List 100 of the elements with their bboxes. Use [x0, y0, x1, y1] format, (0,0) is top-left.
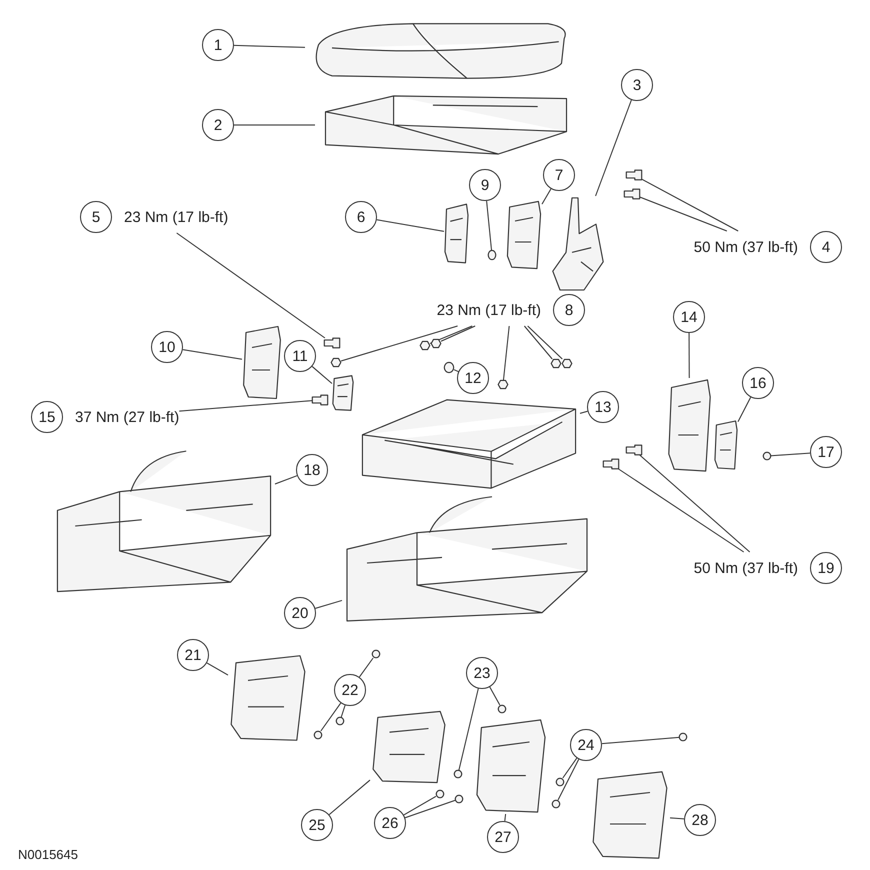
bolt-drawing — [312, 395, 328, 405]
callout-number: 27 — [487, 821, 519, 853]
leader-line — [376, 219, 444, 232]
screw-drawing — [336, 717, 344, 725]
callout-number: 19 — [810, 552, 842, 584]
callout-number: 12 — [457, 362, 489, 394]
track-cover-drawing — [370, 710, 448, 784]
screw-drawing — [498, 705, 506, 713]
leader-line — [618, 468, 744, 552]
leader-line — [358, 658, 374, 678]
figure-number: N0015645 — [18, 847, 78, 862]
screw-drawing — [488, 250, 496, 260]
callout-number: 11 — [284, 340, 316, 372]
callout-number: 18 — [296, 454, 328, 486]
callout-number: 3 — [621, 69, 653, 101]
callout-number: 21 — [177, 639, 209, 671]
leader-line — [527, 326, 563, 360]
callout-number: 25 — [301, 809, 333, 841]
callout-number: 14 — [673, 301, 705, 333]
callout-number: 23 — [466, 657, 498, 689]
leader-line — [404, 800, 456, 818]
nut-drawing — [431, 339, 441, 348]
leader-line — [595, 100, 632, 196]
callout-number: 10 — [151, 331, 183, 363]
torque-value: 37 Nm (27 lb-ft) — [75, 408, 180, 426]
leader-line — [314, 600, 342, 609]
bolt-drawing — [603, 459, 619, 469]
leader-line — [340, 326, 458, 362]
leader-line — [486, 200, 492, 250]
leader-line — [178, 400, 312, 412]
screw-drawing — [556, 778, 564, 786]
trim-drawing — [714, 420, 738, 470]
screw-drawing — [372, 650, 380, 658]
washer-drawing — [444, 362, 454, 373]
callout-number: 26 — [374, 807, 406, 839]
leader-line — [670, 817, 685, 820]
leader-line — [489, 686, 500, 706]
leader-line — [340, 704, 346, 718]
callout-number: 4 — [810, 231, 842, 263]
callout-number: 16 — [742, 367, 774, 399]
leader-line — [524, 326, 553, 360]
nut-drawing — [331, 358, 341, 367]
track-cover-drawing — [228, 654, 308, 742]
callout-number: 24 — [570, 729, 602, 761]
leader-line — [642, 178, 739, 232]
callout-number: 17 — [810, 436, 842, 468]
leader-line — [312, 366, 332, 384]
leader-line — [639, 454, 750, 552]
bolt-drawing — [626, 170, 642, 180]
callout-number: 6 — [345, 201, 377, 233]
screw-drawing — [763, 452, 771, 460]
leader-line — [640, 196, 728, 232]
leader-line — [328, 780, 370, 816]
callout-number: 20 — [284, 597, 316, 629]
leader-line — [558, 758, 580, 800]
torque-value: 23 Nm (17 lb-ft) — [124, 208, 228, 226]
leader-line — [274, 475, 298, 484]
callout-number: 13 — [587, 391, 619, 423]
torque-value: 23 Nm (17 lb-ft) — [436, 302, 541, 318]
nut-drawing — [420, 341, 430, 350]
leader-line — [403, 796, 436, 816]
leader-line — [234, 124, 316, 126]
leader-line — [320, 702, 342, 732]
leader-line — [234, 44, 306, 48]
bracket-drawing — [444, 203, 469, 264]
leader-line — [770, 452, 811, 456]
screw-drawing — [455, 795, 463, 803]
callout-number: 15 — [31, 401, 63, 433]
torque-value: 50 Nm (37 lb-ft) — [694, 238, 798, 256]
callout-number: 5 — [80, 201, 112, 233]
leader-line — [206, 662, 228, 676]
torque-value: 50 Nm (37 lb-ft) — [694, 560, 798, 576]
leader-line — [542, 188, 552, 205]
callout-number: 8 — [553, 294, 585, 326]
leader-line — [738, 396, 752, 422]
leader-line — [176, 232, 326, 338]
leader-line — [688, 332, 690, 378]
leader-line — [458, 688, 479, 770]
leader-line — [580, 410, 588, 414]
callout-number: 2 — [202, 109, 234, 141]
callout-number: 7 — [543, 159, 575, 191]
callout-number: 1 — [202, 29, 234, 61]
leader-line — [440, 326, 476, 342]
leader-line — [502, 326, 510, 380]
bolt-drawing — [626, 445, 642, 455]
screw-drawing — [552, 800, 560, 808]
track-cover-drawing — [474, 718, 548, 814]
track-cover-drawing — [590, 770, 670, 860]
screw-drawing — [679, 733, 687, 741]
leader-line — [562, 758, 578, 778]
leader-line — [430, 326, 473, 344]
side-panel-drawing — [506, 200, 542, 270]
side-shield-drawing — [667, 378, 712, 473]
leader-line — [182, 349, 242, 360]
bracket-drawing — [242, 325, 282, 400]
screw-drawing — [436, 790, 444, 798]
bolt-drawing — [324, 338, 340, 348]
screw-drawing — [454, 770, 462, 778]
nut-drawing — [498, 380, 508, 389]
callout-number: 28 — [684, 804, 716, 836]
